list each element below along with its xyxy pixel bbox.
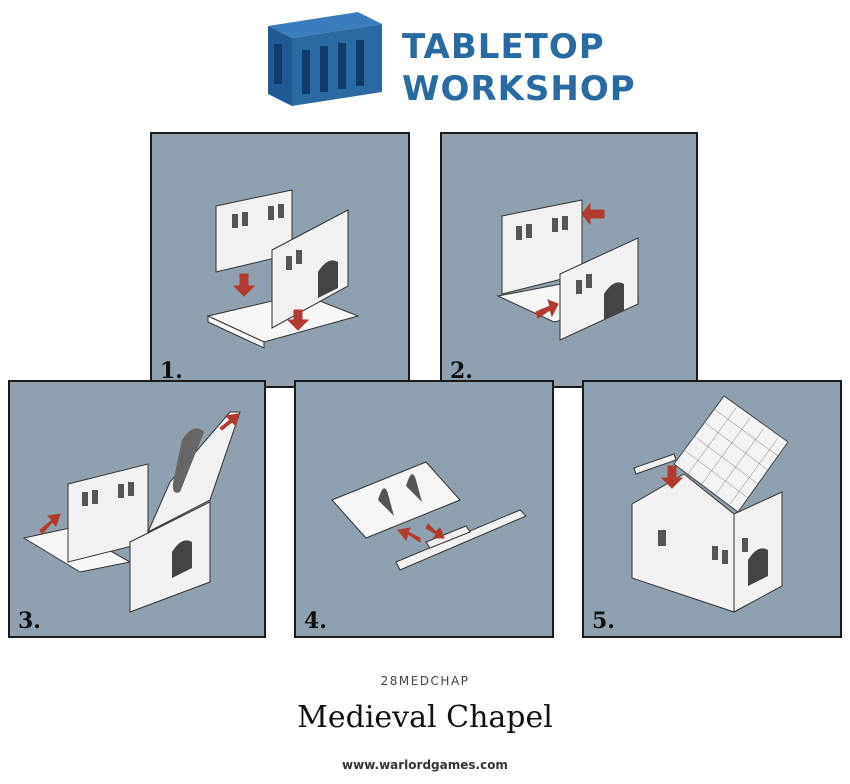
brand-line-2: WORKSHOP: [402, 69, 636, 109]
step-panel-2: 2.: [440, 132, 698, 388]
step-number-1: 1.: [160, 358, 183, 384]
step-1-illustration: [206, 189, 360, 349]
step-5-illustration: [631, 395, 789, 613]
brand-logo: TABLETOP WORKSHOP: [258, 8, 638, 109]
product-code: 28MEDCHAP: [380, 674, 470, 688]
step-2-illustration: [496, 199, 640, 341]
step-panel-3: 3.: [8, 380, 266, 638]
product-title: Medieval Chapel: [297, 700, 553, 735]
website-link[interactable]: www.warlordgames.com: [342, 758, 508, 772]
step-panel-4: 4.: [294, 380, 554, 638]
brand-line-1: TABLETOP: [402, 27, 605, 67]
step-panel-5: 5.: [582, 380, 842, 638]
step-panel-1: 1.: [150, 132, 410, 388]
cube-logo-icon: [268, 12, 382, 106]
step-number-3: 3.: [18, 608, 41, 634]
step-number-5: 5.: [592, 608, 615, 634]
step-number-4: 4.: [304, 608, 327, 634]
step-4-illustration: [331, 461, 527, 571]
step-3-illustration: [22, 411, 241, 613]
step-number-2: 2.: [450, 358, 473, 384]
